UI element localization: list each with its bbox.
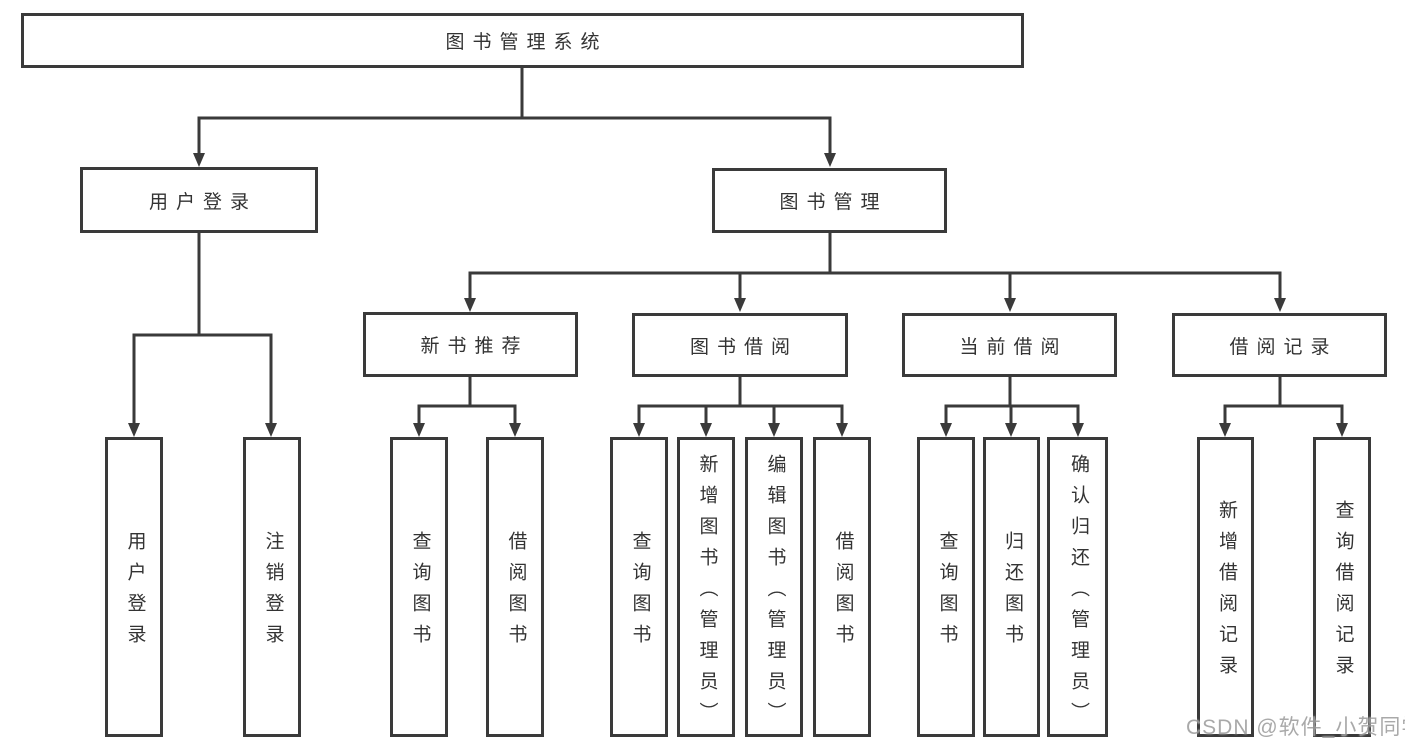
node-label: 查询借阅记录 — [1332, 500, 1354, 686]
node-label: 借阅图书 — [505, 531, 527, 655]
leaf-query-borrow-record: 查询借阅记录 — [1313, 437, 1371, 737]
node-book-borrowing: 图书借阅 — [632, 313, 848, 377]
leaf-confirm-return-admin: 确认归还（管理员） — [1047, 437, 1108, 737]
leaf-add-borrow-record: 新增借阅记录 — [1197, 437, 1254, 737]
leaf-return-books: 归还图书 — [983, 437, 1040, 737]
node-label: 确认归还（管理员） — [1067, 453, 1089, 733]
node-label: 查询图书 — [629, 531, 651, 655]
node-label: 用户登录 — [124, 531, 146, 655]
node-new-book-recommendation: 新书推荐 — [363, 312, 578, 377]
leaf-query-books-borrow: 查询图书 — [610, 437, 668, 737]
node-label: 查询图书 — [409, 531, 431, 655]
leaf-logout: 注销登录 — [243, 437, 301, 737]
leaf-user-login: 用户登录 — [105, 437, 163, 737]
node-label: 图书借阅 — [689, 336, 798, 358]
node-label: 借阅记录 — [1229, 336, 1338, 358]
node-current-borrowing: 当前借阅 — [902, 313, 1117, 377]
node-label: 新增借阅记录 — [1215, 500, 1237, 686]
node-label: 编辑图书（管理员） — [764, 453, 786, 733]
leaf-borrow-books: 借阅图书 — [813, 437, 871, 737]
node-root-system: 图书管理系统 — [21, 13, 1024, 68]
leaf-query-books-rec: 查询图书 — [390, 437, 448, 737]
node-label: 用户登录 — [148, 191, 257, 213]
node-label: 借阅图书 — [832, 531, 854, 655]
node-book-management: 图书管理 — [712, 168, 947, 233]
node-label: 当前借阅 — [959, 336, 1068, 358]
node-label: 图书管理系统 — [445, 32, 608, 53]
node-label: 新增图书（管理员） — [696, 453, 718, 733]
csdn-watermark: CSDN @软件_小贺同学 — [1186, 716, 1405, 739]
leaf-query-books-current: 查询图书 — [917, 437, 975, 737]
node-borrowing-records: 借阅记录 — [1172, 313, 1387, 377]
node-label: 新书推荐 — [420, 336, 529, 357]
leaf-add-books-admin: 新增图书（管理员） — [677, 437, 735, 737]
node-label: 图书管理 — [779, 192, 888, 213]
node-label: 查询图书 — [936, 531, 958, 655]
leaf-edit-books-admin: 编辑图书（管理员） — [745, 437, 803, 737]
node-user-login-group: 用户登录 — [80, 167, 318, 233]
leaf-borrow-books-rec: 借阅图书 — [486, 437, 544, 737]
node-label: 注销登录 — [262, 531, 284, 655]
node-label: 归还图书 — [1001, 531, 1023, 655]
